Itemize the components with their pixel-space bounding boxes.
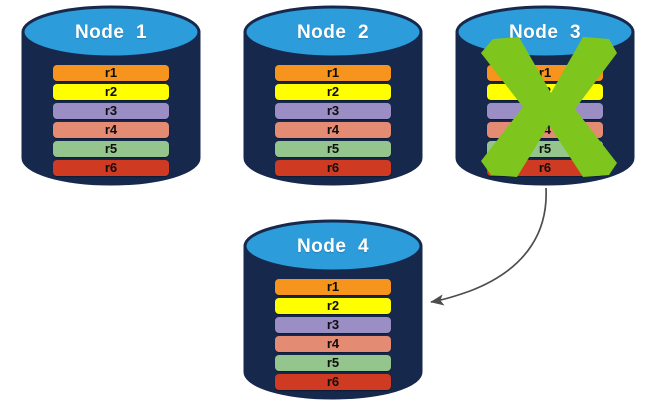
node-2-row-r2[interactable]: r2 — [275, 84, 391, 100]
node-1-row-r5-label: r5 — [104, 141, 118, 156]
node-3-row-r2-label: r2 — [538, 84, 552, 99]
node-1-row-r1[interactable]: r1 — [53, 65, 169, 81]
node-1-row-r3-label: r3 — [104, 103, 118, 118]
node-1-row-r6-label: r6 — [104, 160, 118, 175]
node-3-row-r5[interactable]: r5 — [487, 141, 603, 157]
node-4[interactable]: Node 4 r1 r2 r3 r4 r5 r6 — [243, 218, 423, 400]
node-4-row-r1-label: r1 — [326, 279, 340, 294]
cylinder-top — [243, 219, 423, 273]
node-2-row-r6[interactable]: r6 — [275, 160, 391, 176]
node-3-row-r4-label: r4 — [538, 122, 552, 137]
node-1-row-r4[interactable]: r4 — [53, 122, 169, 138]
node-1[interactable]: Node 1 r1 r2 r3 r4 r5 r6 — [21, 4, 201, 186]
node-1-row-r5[interactable]: r5 — [53, 141, 169, 157]
cylinder-top — [243, 5, 423, 59]
node-4-row-r2[interactable]: r2 — [275, 298, 391, 314]
cylinder-top — [455, 5, 635, 59]
node-3-row-r1[interactable]: r1 — [487, 65, 603, 81]
node-2-row-r3[interactable]: r3 — [275, 103, 391, 119]
node-4-row-r6[interactable]: r6 — [275, 374, 391, 390]
node-3-row-r6[interactable]: r6 — [487, 160, 603, 176]
node-2-row-r5[interactable]: r5 — [275, 141, 391, 157]
node-1-rows: r1 r2 r3 r4 r5 r6 — [21, 65, 201, 176]
node-2-row-r3-label: r3 — [326, 103, 340, 118]
node-4-row-r5-label: r5 — [326, 355, 340, 370]
node-2-rows: r1 r2 r3 r4 r5 r6 — [243, 65, 423, 176]
node-4-row-r3-label: r3 — [326, 317, 340, 332]
node-2-row-r5-label: r5 — [326, 141, 340, 156]
node-4-row-r4-label: r4 — [326, 336, 340, 351]
node-2[interactable]: Node 2 r1 r2 r3 r4 r5 r6 — [243, 4, 423, 186]
node-3-row-r3[interactable]: r3 — [487, 103, 603, 119]
node-3[interactable]: Node 3 r1 r2 r3 r4 r5 r6 — [455, 4, 635, 186]
node-3-row-r5-label: r5 — [538, 141, 552, 156]
node-2-row-r6-label: r6 — [326, 160, 340, 175]
node-2-row-r1-label: r1 — [326, 65, 340, 80]
node-3-row-r1-label: r1 — [538, 65, 552, 80]
node-2-row-r4-label: r4 — [326, 122, 340, 137]
node-4-row-r2-label: r2 — [326, 298, 340, 313]
node-2-row-r1[interactable]: r1 — [275, 65, 391, 81]
node-4-row-r4[interactable]: r4 — [275, 336, 391, 352]
cylinder-top — [21, 5, 201, 59]
node-1-row-r6[interactable]: r6 — [53, 160, 169, 176]
node-3-row-r4[interactable]: r4 — [487, 122, 603, 138]
node-1-row-r1-label: r1 — [104, 65, 118, 80]
node-4-row-r6-label: r6 — [326, 374, 340, 389]
node-1-row-r2-label: r2 — [104, 84, 118, 99]
node-3-row-r6-label: r6 — [538, 160, 552, 175]
node-1-row-r4-label: r4 — [104, 122, 118, 137]
node-3-row-r2[interactable]: r2 — [487, 84, 603, 100]
node-3-rows: r1 r2 r3 r4 r5 r6 — [455, 65, 635, 176]
node-4-rows: r1 r2 r3 r4 r5 r6 — [243, 279, 423, 390]
node-1-row-r2[interactable]: r2 — [53, 84, 169, 100]
node-4-row-r1[interactable]: r1 — [275, 279, 391, 295]
node-2-row-r2-label: r2 — [326, 84, 340, 99]
node-2-row-r4[interactable]: r4 — [275, 122, 391, 138]
node-1-row-r3[interactable]: r3 — [53, 103, 169, 119]
node-3-row-r3-label: r3 — [538, 103, 552, 118]
connector-path — [430, 187, 547, 306]
node-4-row-r3[interactable]: r3 — [275, 317, 391, 333]
node-4-row-r5[interactable]: r5 — [275, 355, 391, 371]
